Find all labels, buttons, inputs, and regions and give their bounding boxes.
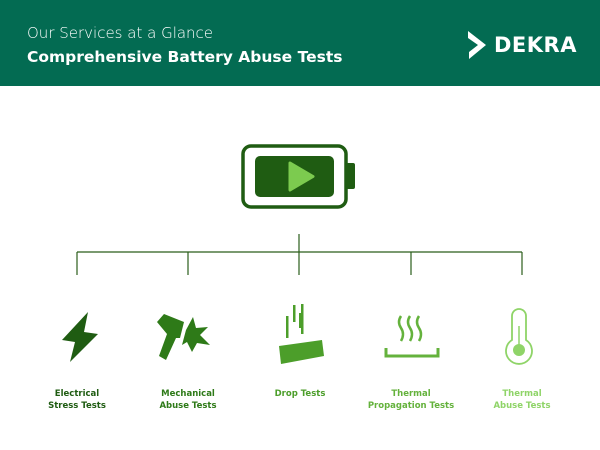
label-line: Electrical: [54, 389, 100, 399]
thermometer-icon: [505, 308, 533, 365]
label-line: Thermal: [502, 389, 542, 399]
connector-lines: [76, 234, 523, 275]
label-line: Thermal: [391, 389, 431, 399]
label-line: Stress Tests: [48, 401, 106, 411]
lightning-icon: [62, 312, 98, 362]
dekra-logo: DEKRA: [466, 30, 577, 60]
hammer-icon: [157, 314, 210, 360]
dekra-logo-icon: [468, 31, 486, 59]
label-line: Abuse Tests: [159, 401, 217, 411]
service-label-drop: Drop Tests: [245, 388, 355, 400]
logo-text: DEKRA: [494, 33, 577, 57]
battery-icon: [241, 144, 355, 209]
play-icon: [288, 161, 315, 192]
header-subtitle: Our Services at a Glance: [27, 24, 214, 42]
label-line: Abuse Tests: [493, 401, 551, 411]
header-banner: Our Services at a Glance Comprehensive B…: [0, 0, 600, 86]
label-line: Mechanical: [161, 389, 215, 399]
label-line: Propagation Tests: [367, 401, 455, 411]
label-line: Drop Tests: [274, 389, 326, 399]
heat-icon: [384, 315, 440, 358]
header-title: Comprehensive Battery Abuse Tests: [27, 48, 343, 66]
drop-icon: [279, 304, 324, 364]
